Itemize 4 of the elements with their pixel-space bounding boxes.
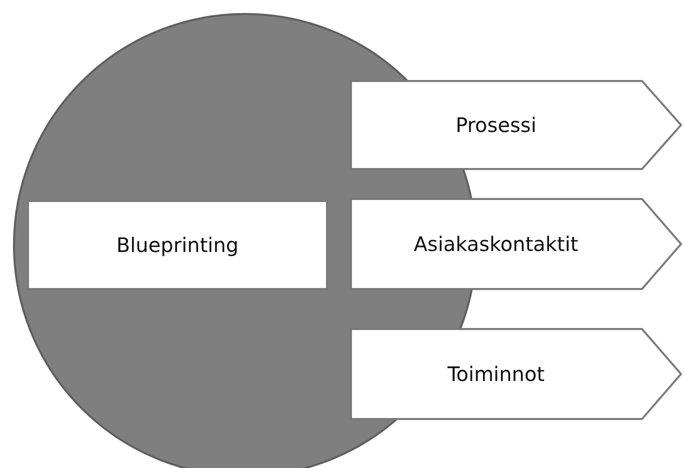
node-label: Toiminnot bbox=[447, 362, 545, 386]
node-label: Asiakaskontaktit bbox=[414, 232, 578, 256]
node-label: Prosessi bbox=[456, 113, 536, 137]
node-label: Blueprinting bbox=[116, 233, 239, 257]
